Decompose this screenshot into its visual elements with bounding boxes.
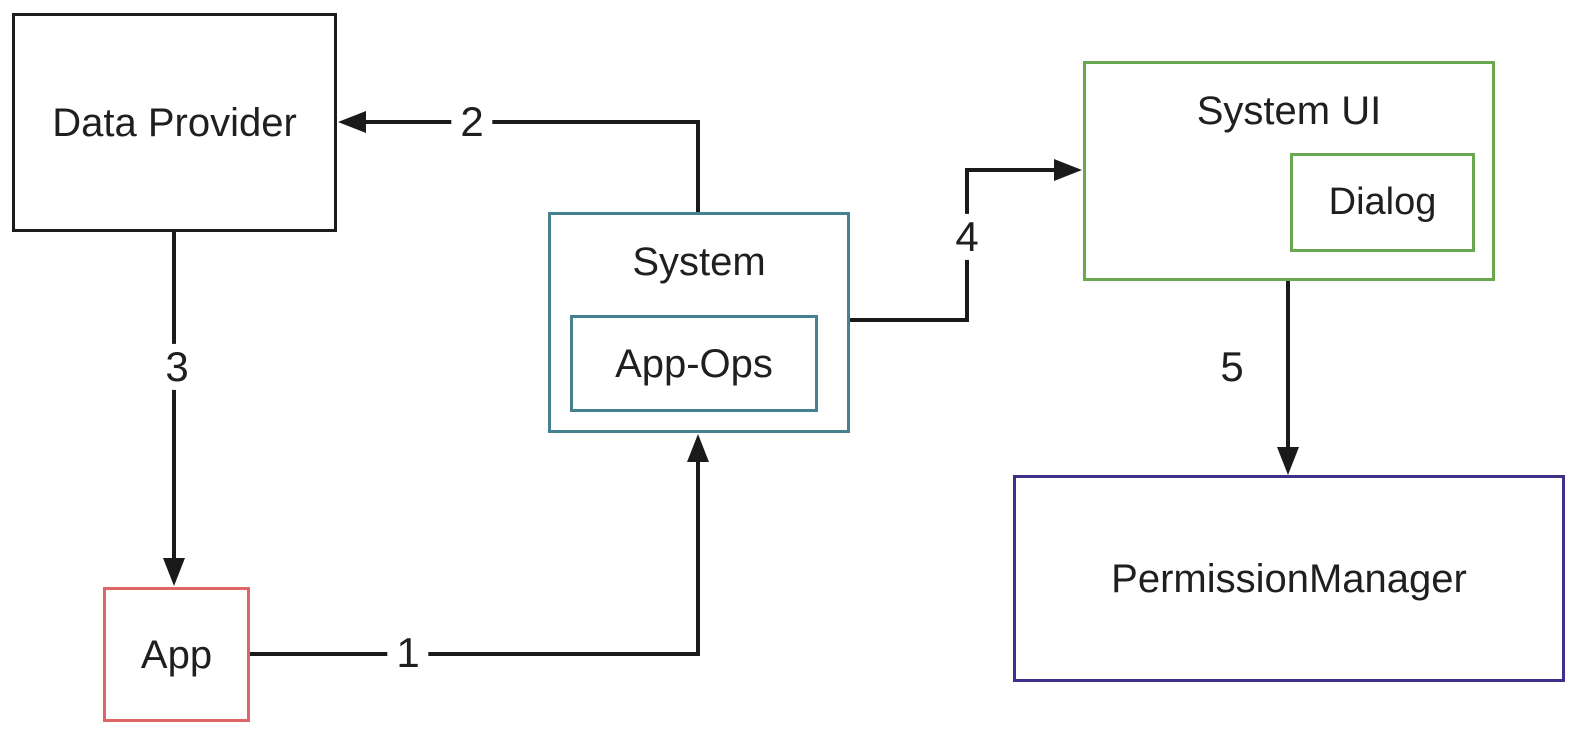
edge-label-1: 1 [387,629,429,677]
node-app-ops-label: App-Ops [615,341,773,386]
node-app: App [103,587,250,722]
node-dialog: Dialog [1290,153,1475,252]
edge-arrow-5 [1277,281,1299,475]
node-system: System App-Ops [548,212,850,433]
edge-label-5: 5 [1211,343,1253,391]
node-permission-manager: PermissionManager [1013,475,1565,682]
node-system-label: System [632,240,766,284]
node-data-provider: Data Provider [12,13,337,232]
edge-label-3: 3 [156,343,198,391]
edge-label-2: 2 [451,98,493,146]
node-app-ops: App-Ops [570,315,818,412]
edge-arrow-2 [338,111,700,212]
node-system-ui-label: System UI [1196,89,1382,133]
node-dialog-label: Dialog [1328,180,1437,223]
node-app-label: App [140,632,213,677]
edge-arrow-1 [250,434,709,656]
node-system-ui: System UI Dialog [1083,61,1495,281]
node-permission-manager-label: PermissionManager [1111,556,1467,601]
edge-label-4: 4 [946,213,988,261]
edge-arrow-3 [163,232,185,586]
node-data-provider-label: Data Provider [52,100,297,145]
